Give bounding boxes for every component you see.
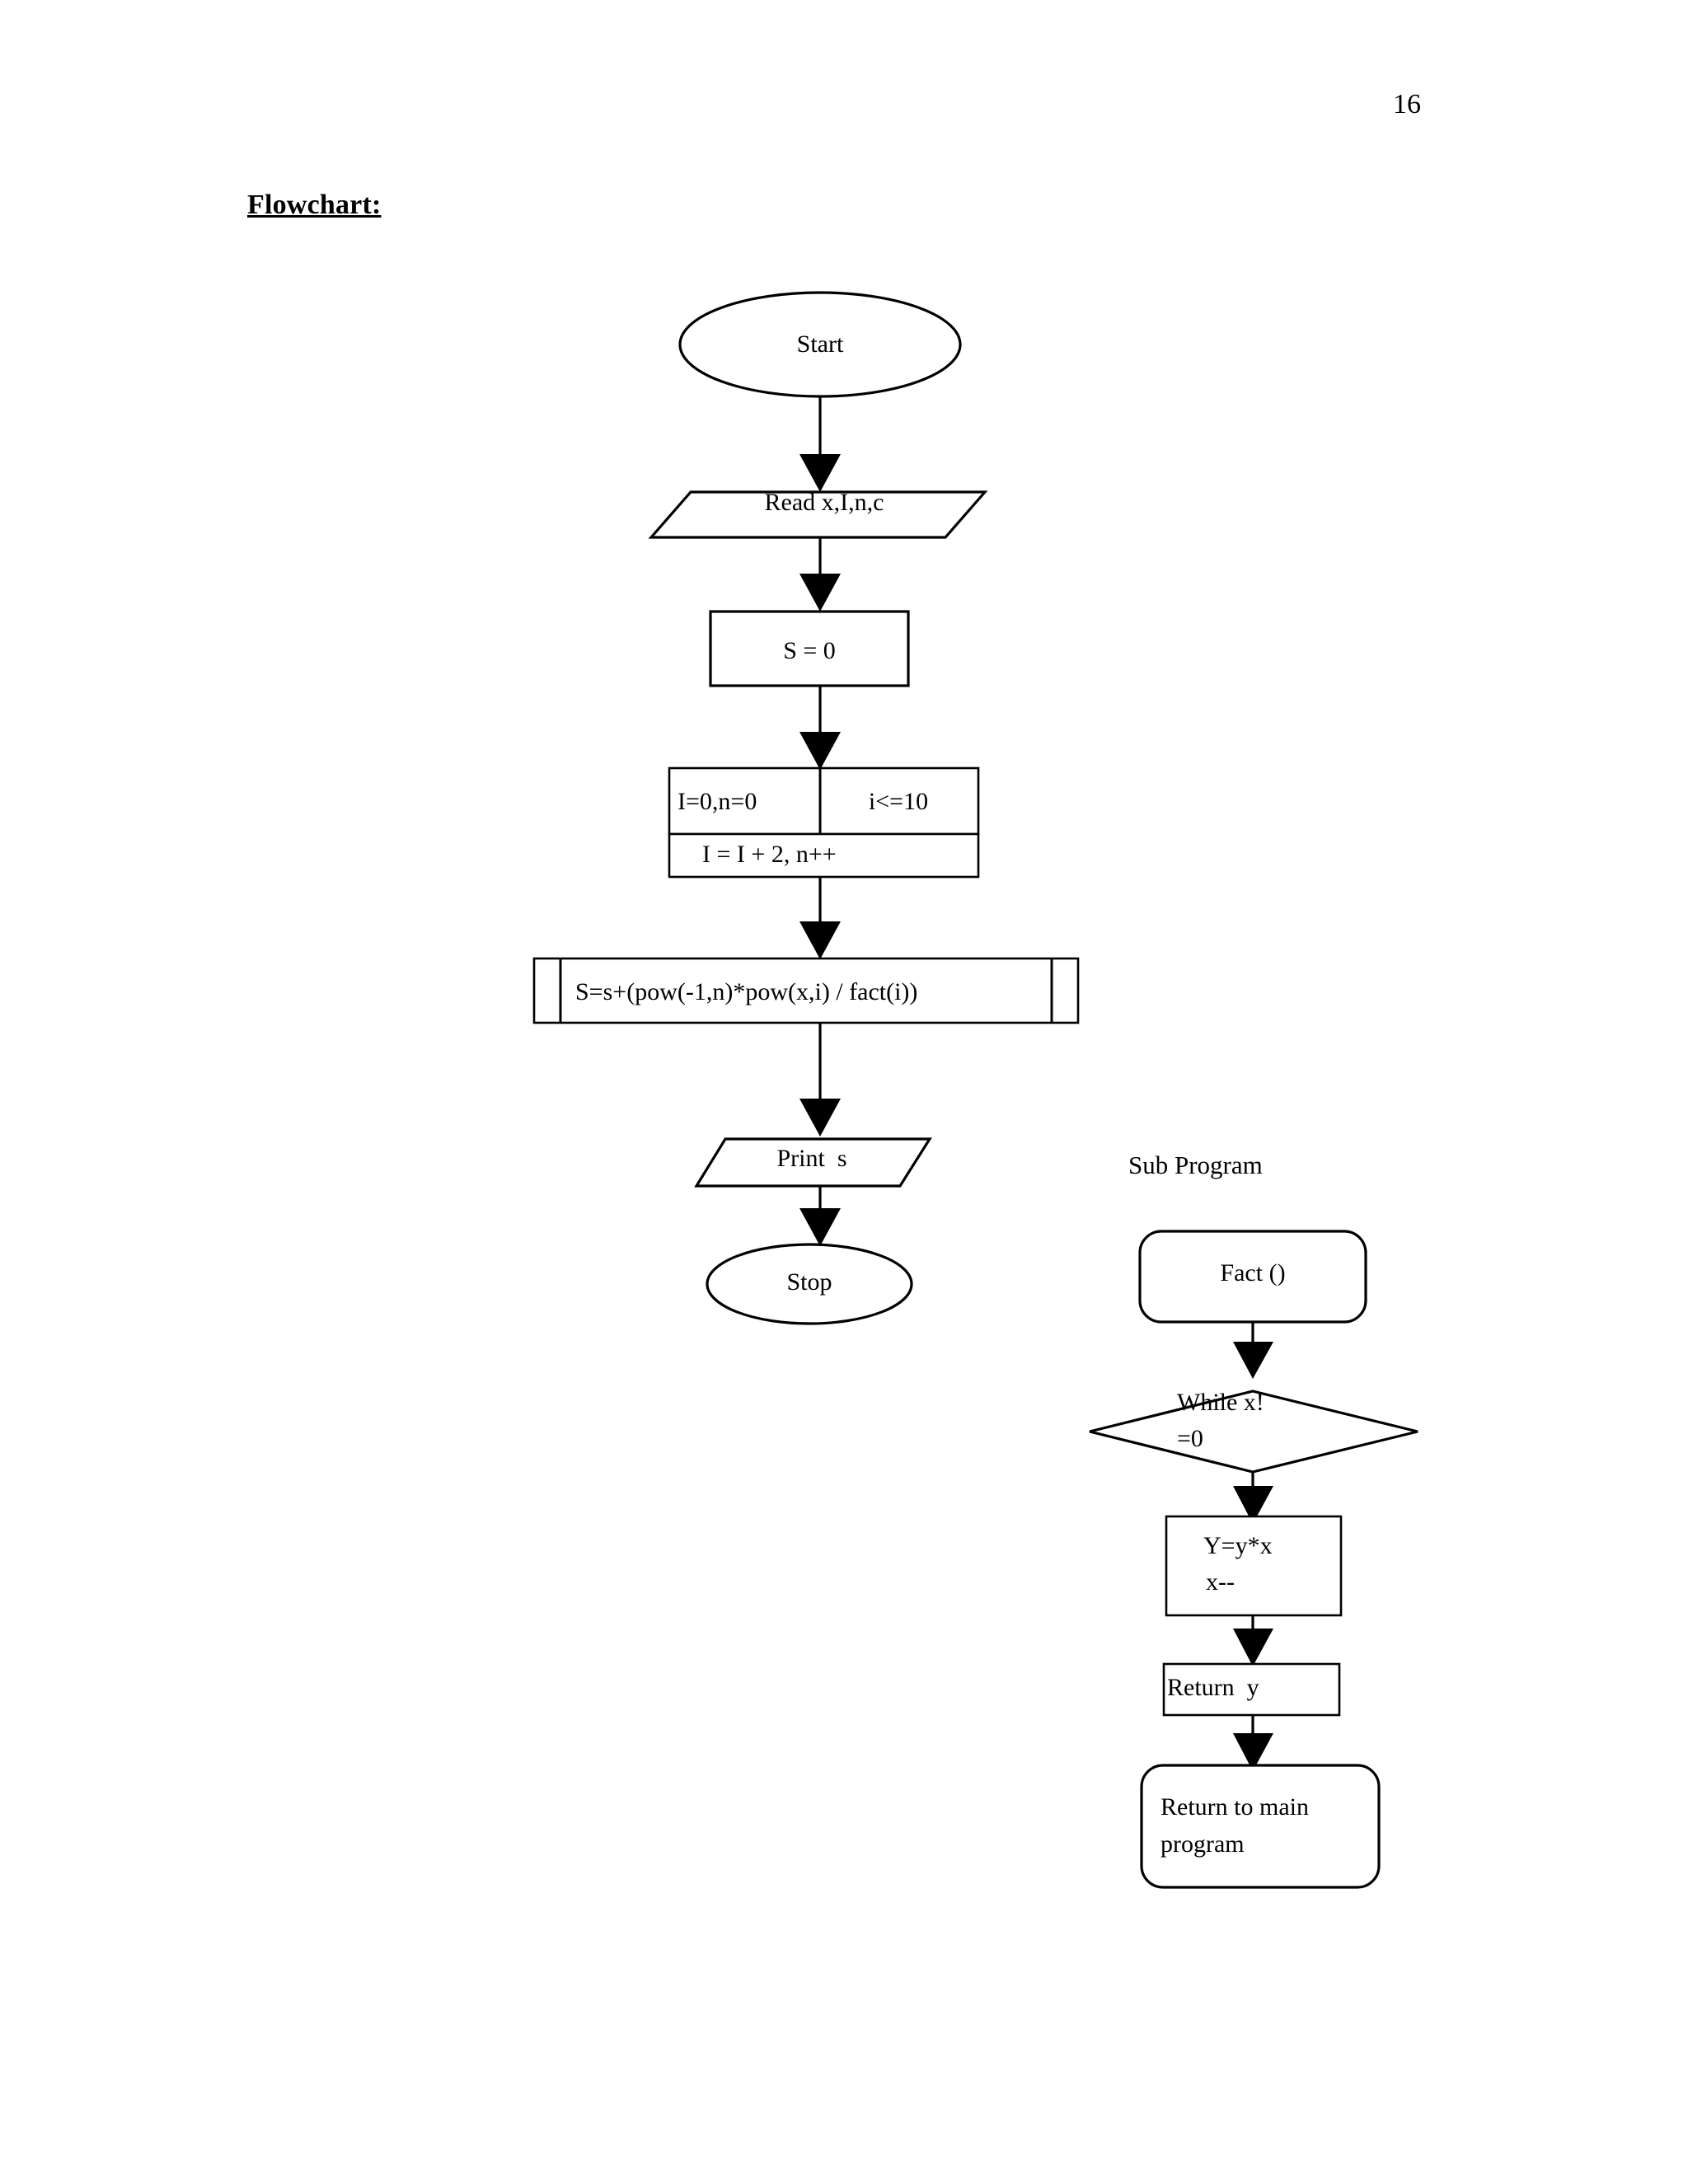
arrow-head-loop-to-formula [799,921,841,959]
label-sub-program-heading: Sub Program [1128,1151,1263,1179]
arrow-head-start-to-read [799,454,841,492]
shape-print-io [694,1137,932,1188]
label-loop-init: I=0,n=0 [678,788,757,815]
label-init: S = 0 [783,637,836,664]
shape-return-main-terminator [1140,1764,1381,1889]
shape-init-process [709,610,910,687]
shape-return-value-process [1162,1662,1341,1717]
label-formula: S=s+(pow(-1,n)*pow(x,i) / fact(i)) [575,978,918,1005]
label-return-main-line2: program [1160,1830,1245,1858]
label-body-line1: Y=y*x [1203,1532,1273,1559]
arrow-head-init-to-loop [799,732,841,770]
shape-loop-header [668,766,980,836]
page-title: Flowchart: [247,190,382,220]
arrow-head-return-to-main [1233,1733,1273,1771]
label-stop: Stop [786,1268,832,1296]
label-loop-condition: i<=10 [868,788,929,815]
label-start: Start [796,330,844,358]
shape-body-process [1165,1515,1343,1617]
shape-formula-predefined-process [532,957,1080,1024]
shape-stop-terminator [706,1243,913,1325]
arrow-head-while-to-body [1233,1486,1273,1524]
label-print: Print s [776,1145,847,1172]
page-number: 16 [1393,89,1421,120]
label-loop-increment: I = I + 2, n++ [702,841,837,868]
shape-loop-increment [668,832,980,879]
label-read: Read x,I,n,c [764,489,884,516]
label-while-condition-line1: While x! [1177,1389,1264,1416]
label-return-value: Return y [1167,1674,1259,1701]
arrow-head-formula-to-print [799,1099,841,1137]
arrow-head-fact-to-while [1233,1342,1273,1379]
arrow-head-read-to-init [799,574,841,612]
arrow-head-print-to-stop [799,1208,841,1246]
label-return-main-line1: Return to main [1160,1793,1309,1821]
label-while-condition-line2: =0 [1177,1425,1203,1452]
arrow-head-body-to-return [1233,1629,1273,1666]
label-body-line2: x-- [1206,1568,1235,1596]
shape-read-io [648,490,988,539]
label-fact-entry: Fact () [1220,1259,1286,1286]
